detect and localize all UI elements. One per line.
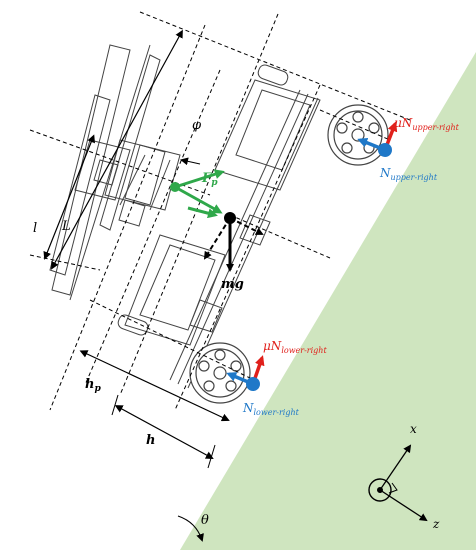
x-axis-label: x	[410, 422, 417, 436]
mg-label: mg	[221, 277, 244, 292]
N-lower-right-label: Nlower-right	[242, 401, 300, 417]
lower-right-contact-forces	[226, 355, 265, 391]
inclined-wall	[180, 52, 476, 550]
L-label: L	[61, 219, 71, 234]
center-of-mass	[203, 212, 264, 272]
upper-right-wheel	[327, 104, 389, 166]
lower-right-wheel	[189, 342, 251, 404]
mu-N-upper-right-label: μNupper-right	[394, 116, 460, 132]
z-axis-label: z	[432, 517, 440, 531]
theta-angle-arc	[177, 515, 204, 542]
coordinate-frame	[368, 444, 428, 522]
upper-right-contact-forces	[357, 121, 398, 157]
N-upper-right-label: Nupper-right	[379, 166, 438, 182]
theta-label: θ	[201, 513, 209, 528]
dimension-l	[43, 134, 95, 260]
Fp-label: Fp	[201, 171, 218, 188]
l-label: l	[33, 221, 37, 236]
phi-angle	[180, 157, 201, 166]
robot-chassis	[49, 44, 321, 389]
dimension-L	[51, 29, 183, 270]
phi-label: φ	[192, 118, 202, 133]
dimension-h	[111, 394, 216, 469]
propeller-thrust-arrows	[170, 169, 225, 219]
h-label: h	[146, 433, 155, 448]
hp-label: hp	[85, 377, 101, 394]
mu-N-lower-right-label: μNlower-right	[263, 339, 327, 355]
